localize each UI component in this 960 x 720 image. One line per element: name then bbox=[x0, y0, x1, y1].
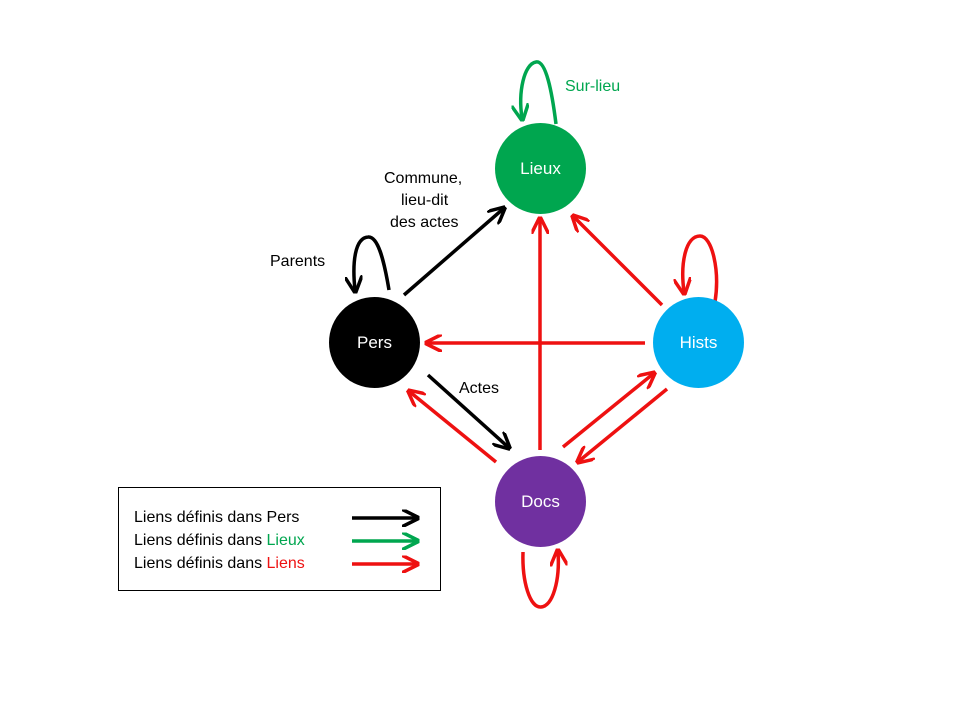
docs-loop-arrow bbox=[521, 552, 558, 609]
hists-to-lieux-arrow bbox=[574, 217, 664, 307]
node-lieux-label: Lieux bbox=[520, 158, 561, 178]
legend-box: Liens définis dans Pers Liens définis da… bbox=[118, 487, 441, 591]
sur-lieu-loop-arrow bbox=[521, 60, 558, 125]
lieu-dit-label: lieu-dit bbox=[401, 192, 449, 209]
node-lieux: Lieux bbox=[495, 123, 586, 214]
legend-row-pers-text: Liens définis dans Pers bbox=[134, 509, 300, 526]
des-actes-label: des actes bbox=[390, 214, 459, 231]
node-hists: Hists bbox=[653, 297, 744, 388]
commune-label: Commune, bbox=[384, 170, 463, 187]
pers-to-lieux-arrow bbox=[402, 209, 503, 297]
legend-row-pers: Liens définis dans Pers bbox=[134, 507, 299, 529]
docs-to-pers-arrow bbox=[410, 392, 498, 464]
sur-lieu-label: Sur-lieu bbox=[565, 78, 621, 95]
parents-label: Parents bbox=[270, 253, 326, 270]
hists-to-docs-arrow bbox=[579, 387, 669, 461]
node-pers-label: Pers bbox=[357, 332, 392, 352]
legend-row-lieux-prefix: Liens définis dans bbox=[134, 532, 267, 549]
node-hists-label: Hists bbox=[679, 332, 718, 352]
legend-row-liens-colored: Liens bbox=[266, 555, 305, 572]
node-docs: Docs bbox=[495, 456, 586, 547]
legend-row-lieux: Liens définis dans Lieux bbox=[134, 530, 305, 552]
legend-row-liens: Liens définis dans Liens bbox=[134, 553, 305, 575]
parents-loop-arrow bbox=[354, 235, 391, 290]
legend-row-liens-prefix: Liens définis dans bbox=[134, 555, 267, 572]
docs-to-hists-arrow bbox=[561, 374, 653, 449]
hists-loop-arrow bbox=[683, 234, 719, 303]
actes-label: Actes bbox=[459, 380, 500, 397]
pers-to-docs-arrow bbox=[426, 373, 508, 447]
legend-row-lieux-colored: Lieux bbox=[266, 532, 305, 549]
node-pers: Pers bbox=[329, 297, 420, 388]
node-docs-label: Docs bbox=[521, 491, 560, 511]
